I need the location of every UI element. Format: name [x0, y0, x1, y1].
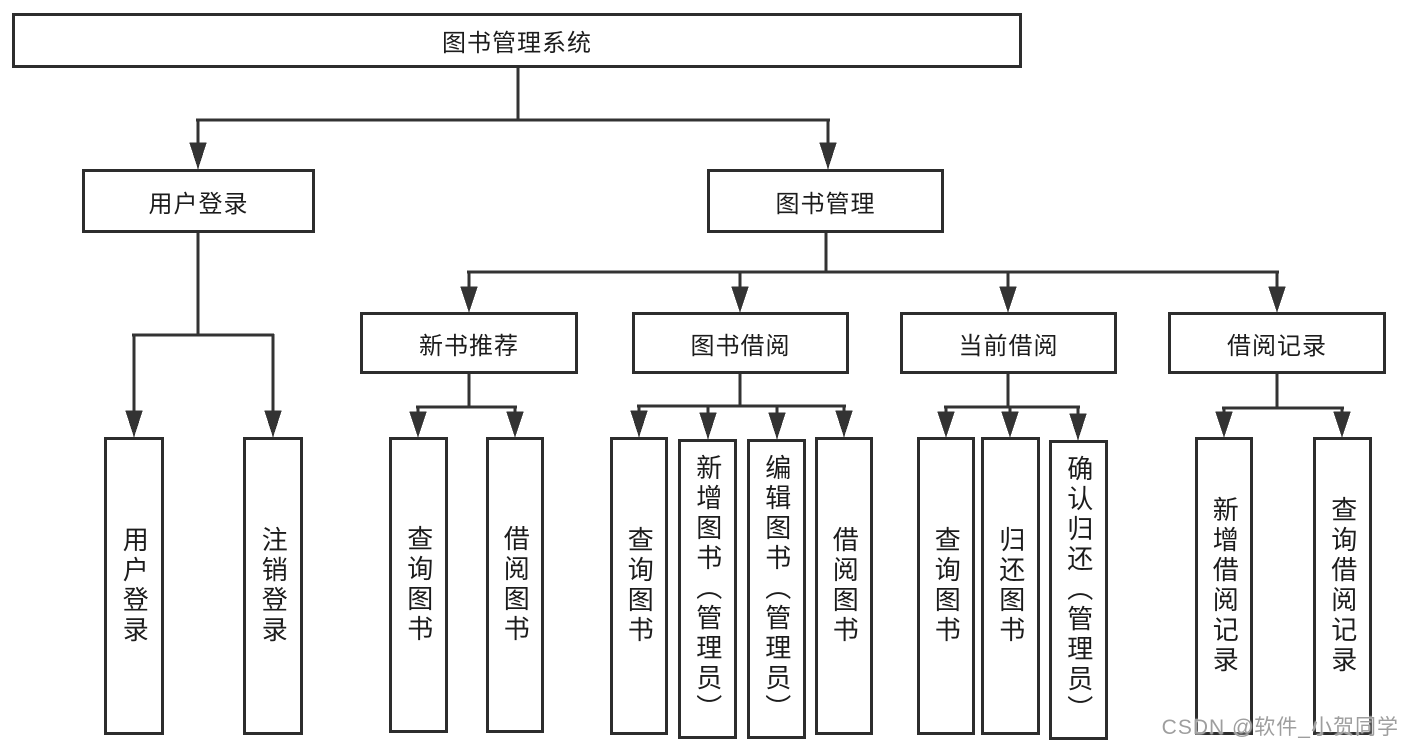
node-root: 图书管理系统	[12, 13, 1022, 68]
node-new-book-recommend: 新书推荐	[360, 312, 578, 374]
leaf-query-books-current: 查询图书	[917, 437, 975, 735]
leaf-confirm-return-admin: 确认归还（管理员）	[1049, 440, 1108, 740]
leaf-add-books-admin: 新增图书（管理员）	[678, 439, 737, 739]
leaf-query-books-borrow: 查询图书	[610, 437, 668, 735]
node-current-borrowing: 当前借阅	[900, 312, 1117, 374]
leaf-query-books-recommend: 查询图书	[389, 437, 448, 733]
leaf-borrow-books-recommend: 借阅图书	[486, 437, 544, 733]
node-book-management: 图书管理	[707, 169, 944, 233]
csdn-watermark: CSDN @软件_小贺同学	[1161, 716, 1399, 739]
node-user-login: 用户登录	[82, 169, 315, 233]
leaf-logout: 注销登录	[243, 437, 303, 735]
node-borrowing-records: 借阅记录	[1168, 312, 1386, 374]
leaf-user-login: 用户登录	[104, 437, 164, 735]
leaf-query-borrow-record: 查询借阅记录	[1313, 437, 1372, 735]
leaf-edit-books-admin: 编辑图书（管理员）	[747, 439, 806, 739]
leaf-add-borrow-record: 新增借阅记录	[1195, 437, 1253, 735]
leaf-borrow-books: 借阅图书	[815, 437, 873, 735]
leaf-return-books: 归还图书	[981, 437, 1040, 735]
node-book-borrowing: 图书借阅	[632, 312, 849, 374]
